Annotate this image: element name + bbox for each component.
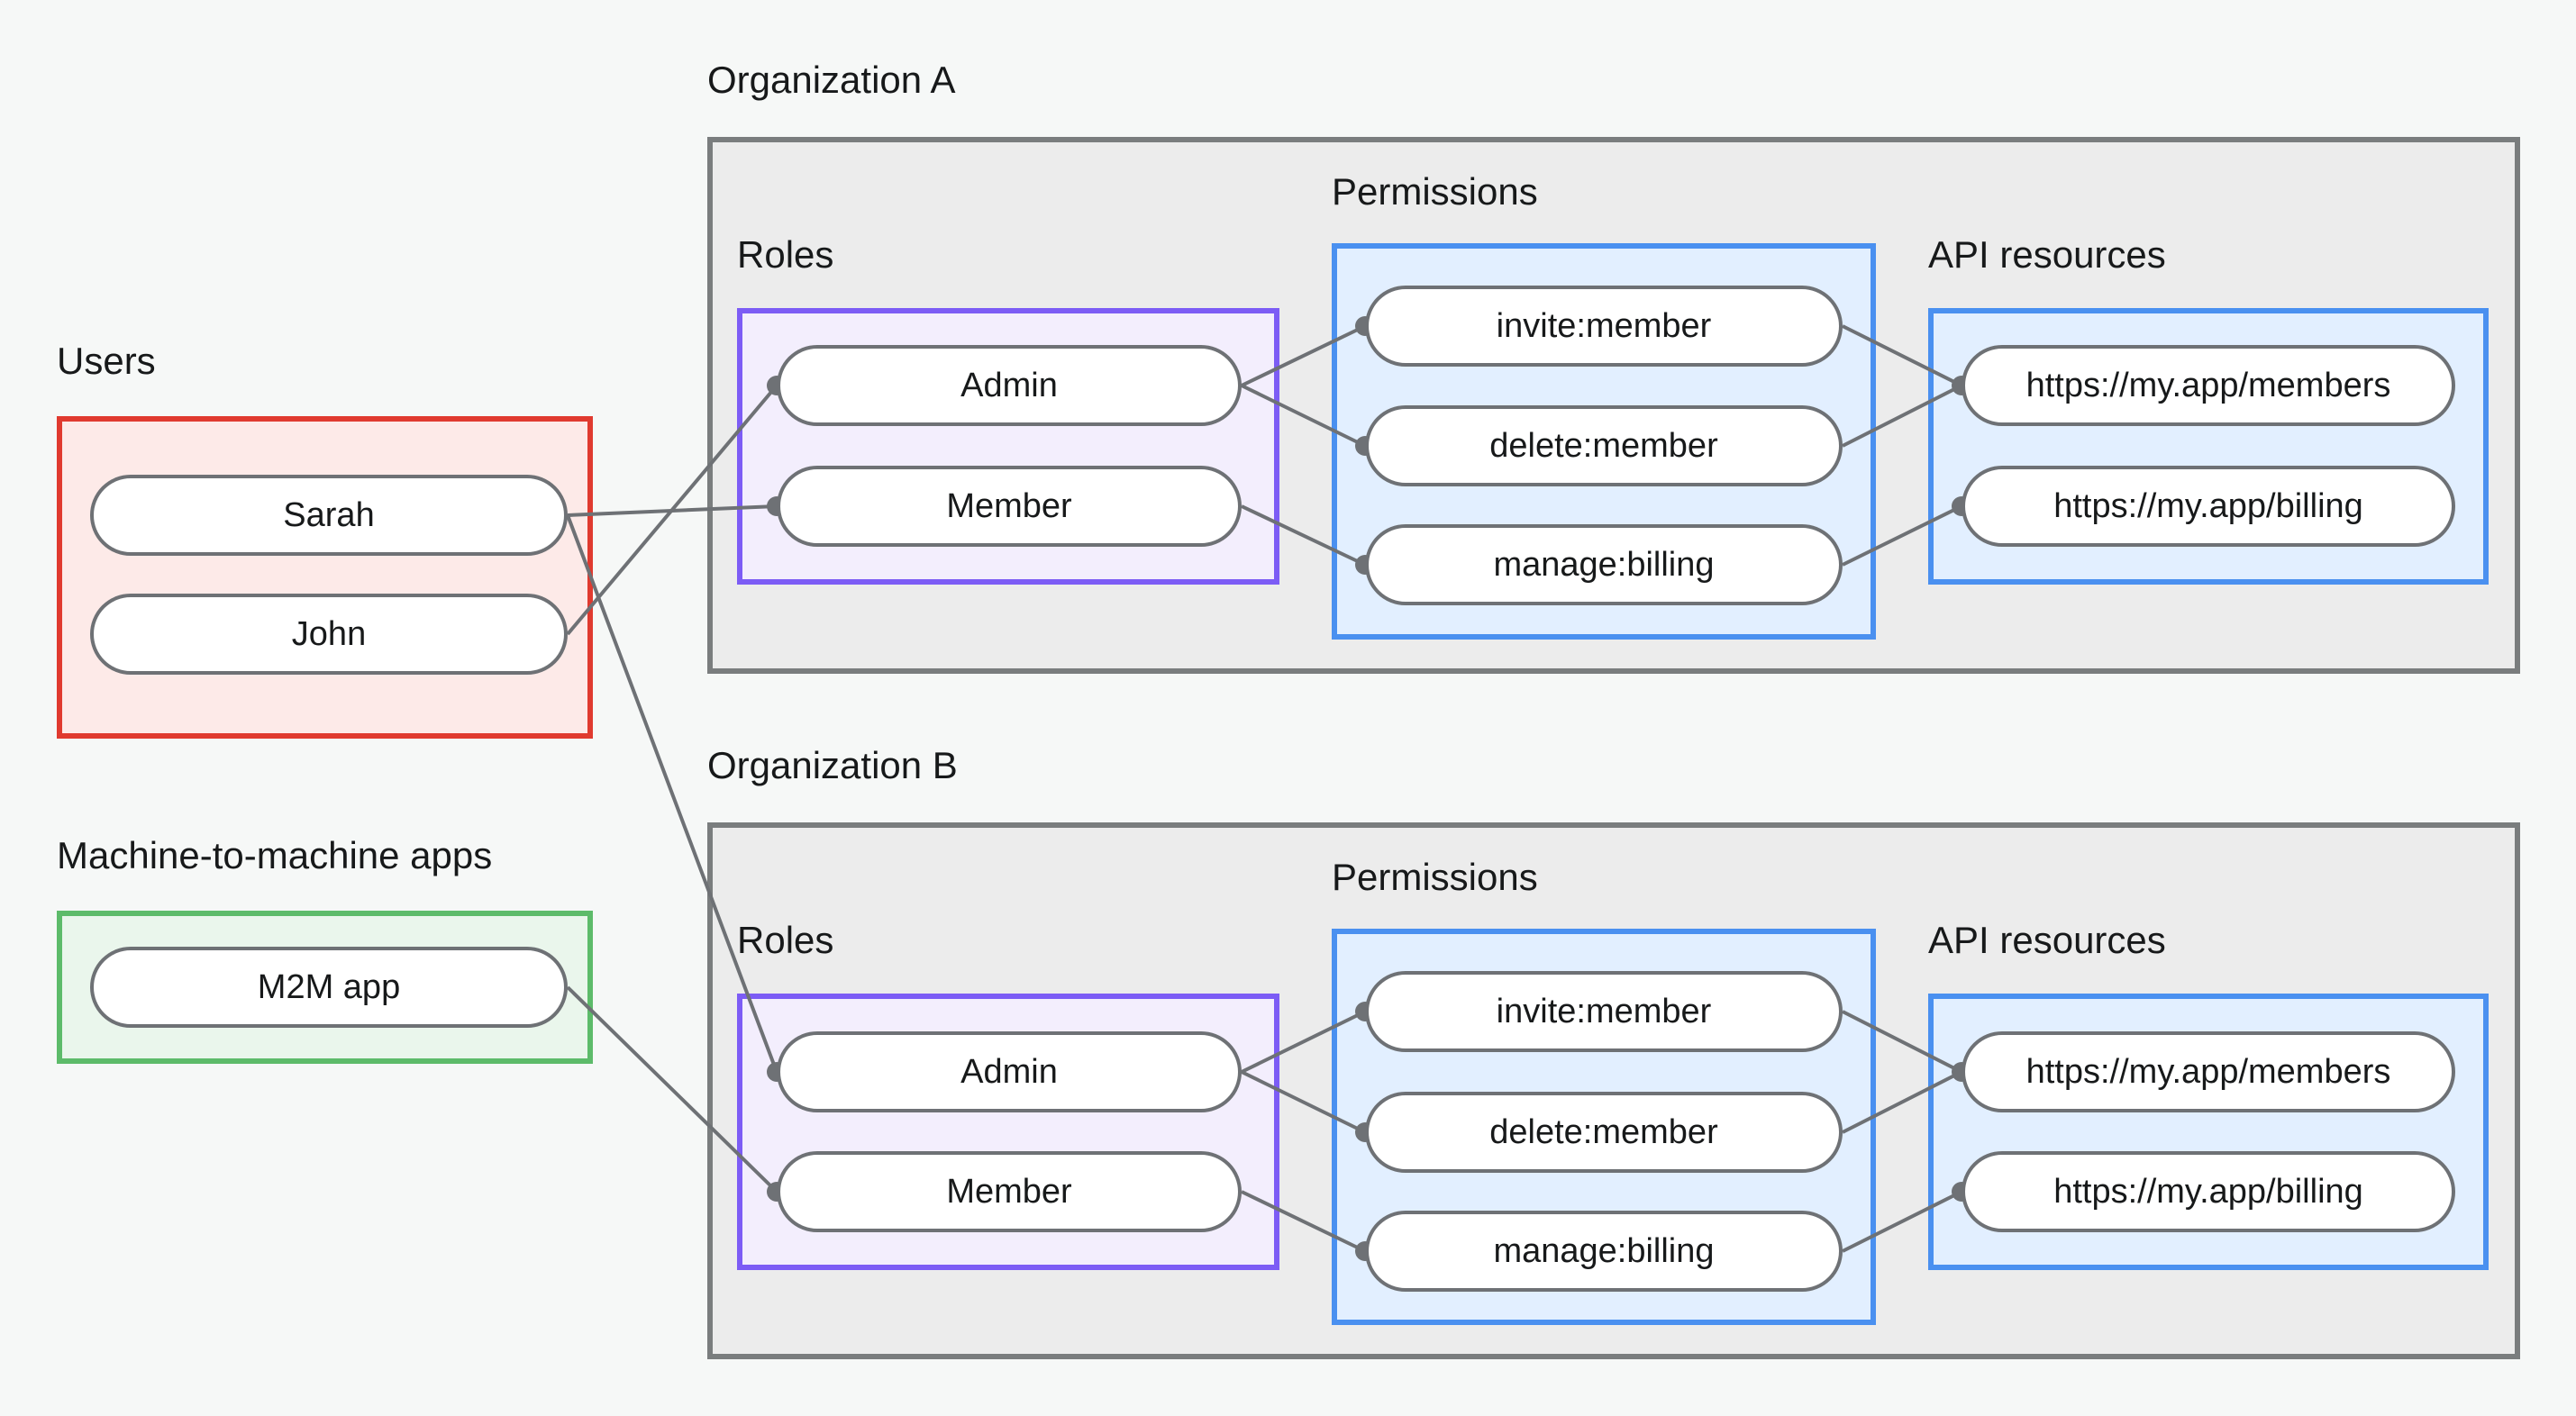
m2m-group-label: Machine-to-machine apps (57, 834, 493, 876)
role-node[interactable]: Admin (777, 345, 1242, 426)
organization-b-label: Organization B (707, 744, 958, 786)
role-node[interactable]: Admin (777, 1031, 1242, 1112)
api-resource-node[interactable]: https://my.app/members (1962, 1031, 2455, 1112)
role-node[interactable]: Member (777, 1151, 1242, 1232)
users-group-label: Users (57, 340, 156, 382)
api-resource-node[interactable]: https://my.app/billing (1962, 466, 2455, 547)
org-b-roles-label: Roles (737, 919, 834, 961)
org-a-permissions-label: Permissions (1332, 170, 1538, 213)
org-b-permissions-label: Permissions (1332, 856, 1538, 898)
org-a-api-resources-label: API resources (1928, 233, 2166, 276)
api-resource-node[interactable]: https://my.app/billing (1962, 1151, 2455, 1232)
users-group-box (57, 416, 593, 739)
org-b-api-resources-label: API resources (1928, 919, 2166, 961)
user-node[interactable]: John (90, 594, 568, 675)
permission-node[interactable]: delete:member (1365, 1092, 1843, 1173)
permission-node[interactable]: manage:billing (1365, 1211, 1843, 1292)
m2m-app-node[interactable]: M2M app (90, 947, 568, 1028)
user-node[interactable]: Sarah (90, 475, 568, 556)
permission-node[interactable]: delete:member (1365, 405, 1843, 486)
role-node[interactable]: Member (777, 466, 1242, 547)
permission-node[interactable]: invite:member (1365, 971, 1843, 1052)
permission-node[interactable]: manage:billing (1365, 524, 1843, 605)
permission-node[interactable]: invite:member (1365, 286, 1843, 367)
organization-a-label: Organization A (707, 59, 956, 101)
org-a-roles-label: Roles (737, 233, 834, 276)
api-resource-node[interactable]: https://my.app/members (1962, 345, 2455, 426)
